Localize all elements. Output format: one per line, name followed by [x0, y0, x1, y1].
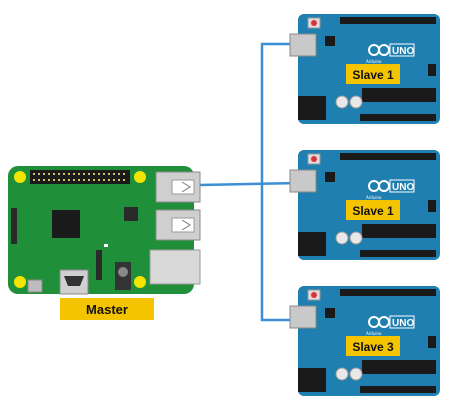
power-jack	[298, 232, 326, 256]
slave-label: Slave 3	[352, 340, 394, 354]
usb-chip	[325, 172, 335, 182]
digital-header	[340, 17, 436, 24]
board-model-text: UNO	[392, 318, 414, 329]
mount-hole	[134, 171, 146, 183]
analog-header	[360, 250, 436, 257]
soc-chip	[52, 210, 80, 238]
digital-header	[340, 153, 436, 160]
arduino-logo-icon	[378, 180, 390, 192]
audio-jack	[118, 267, 128, 277]
atmega-chip	[362, 360, 436, 374]
reset-button	[311, 156, 317, 162]
power-jack	[298, 96, 326, 120]
slave-label-bg	[346, 64, 400, 84]
master-label: Master	[60, 298, 154, 320]
capacitor	[335, 231, 349, 245]
capacitor	[349, 367, 363, 381]
display-connector	[11, 208, 17, 244]
reset-button	[311, 292, 317, 298]
mount-hole	[14, 276, 26, 288]
slave-label: Slave 1	[352, 204, 394, 218]
reset-button	[311, 20, 317, 26]
icsp-header	[428, 336, 436, 348]
board-model-frame	[389, 43, 415, 57]
digital-header	[340, 289, 436, 296]
capacitor	[335, 367, 349, 381]
icsp-header	[428, 200, 436, 212]
power-jack	[298, 368, 326, 392]
mount-hole	[14, 171, 26, 183]
usb-b-port	[289, 169, 317, 193]
master-pcb	[8, 166, 194, 294]
usb-chip	[325, 36, 335, 46]
master-board	[8, 166, 201, 295]
usb-port	[155, 171, 201, 203]
arduino-logo-icon	[378, 44, 390, 56]
brand-text: Arduino	[366, 195, 382, 200]
arduino-logo-icon	[378, 316, 390, 328]
slave-label-bg	[346, 200, 400, 220]
small-chip	[124, 207, 138, 221]
analog-header	[360, 386, 436, 393]
usb-b-port	[289, 33, 317, 57]
board-model-text: UNO	[392, 46, 414, 57]
capacitor	[335, 95, 349, 109]
board-model-text: UNO	[392, 182, 414, 193]
power-port	[27, 279, 43, 293]
usb-port	[155, 209, 201, 241]
analog-header	[360, 114, 436, 121]
bus-wires	[199, 42, 301, 322]
capacitor	[349, 231, 363, 245]
atmega-chip	[362, 224, 436, 238]
gpio-header	[30, 170, 130, 184]
camera-connector	[96, 250, 102, 280]
brand-text: Arduino	[366, 331, 382, 336]
slave-label-bg	[346, 336, 400, 356]
brand-text: Arduino	[366, 59, 382, 64]
wire-to-slave-3	[260, 185, 300, 322]
mount-hole	[134, 276, 146, 288]
slave-label: Slave 1	[352, 68, 394, 82]
power-led	[104, 244, 108, 247]
wire-main	[199, 181, 301, 187]
master-label-text: Master	[86, 302, 128, 317]
ethernet-port	[149, 249, 201, 285]
wire-to-slave-1	[260, 42, 300, 185]
capacitor	[349, 95, 363, 109]
board-model-frame	[389, 315, 415, 329]
icsp-header	[428, 64, 436, 76]
usb-chip	[325, 308, 335, 318]
atmega-chip	[362, 88, 436, 102]
board-model-frame	[389, 179, 415, 193]
usb-b-port	[289, 305, 317, 329]
